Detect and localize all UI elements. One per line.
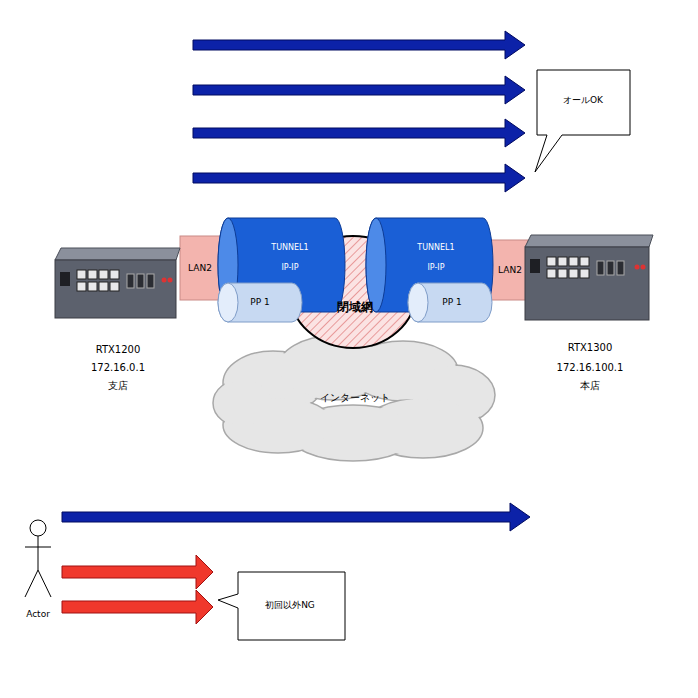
- flow-arrows: [62, 31, 530, 624]
- actor-stick-figure: [25, 520, 51, 597]
- callout-box: オールOK: [537, 70, 630, 135]
- pp-cylinder: PP 1: [408, 283, 492, 322]
- router-device: RTX1200 172.16.0.1 支店: [50, 232, 190, 397]
- internet-cloud: インターネット: [213, 333, 498, 463]
- cylinder-end: [366, 218, 386, 312]
- cylinder-end: [408, 283, 428, 322]
- pp-cylinder: PP 1: [218, 283, 302, 322]
- callout-outline: [218, 572, 345, 640]
- node-label: 支店: [53, 380, 183, 392]
- callout-outline: [535, 70, 630, 172]
- node-label: インターネット: [275, 392, 435, 404]
- flow-arrow: [193, 31, 525, 59]
- flow-arrow: [193, 76, 525, 104]
- router-device: RTX1300 172.16.100.1 本店: [520, 225, 660, 395]
- node-label: TUNNEL1: [386, 243, 486, 252]
- node-label: オールOK: [539, 95, 627, 105]
- router-illustration: [525, 235, 653, 320]
- node-label: RTX1200: [53, 344, 183, 356]
- node-label: 本店: [525, 380, 655, 392]
- node-label: IP-IP: [240, 263, 340, 272]
- node-label: RTX1300: [525, 342, 655, 354]
- cylinder-body: [408, 283, 492, 322]
- cloud-shape: [213, 336, 495, 461]
- node-label: 172.16.100.1: [525, 362, 655, 374]
- node-label: Actor: [13, 609, 63, 619]
- cylinder-end: [218, 283, 238, 322]
- node-label: TUNNEL1: [240, 243, 340, 252]
- node-label: 閉域網: [315, 301, 395, 315]
- node-label: 172.16.0.1: [53, 362, 183, 374]
- cylinder-body: [218, 283, 302, 322]
- blocked-arrow: [62, 555, 213, 589]
- flow-arrow: [193, 119, 525, 147]
- router-illustration: [55, 248, 180, 318]
- flow-arrow: [193, 164, 525, 192]
- node-label: IP-IP: [386, 263, 486, 272]
- node-label: 初回以外NG: [240, 600, 340, 610]
- flow-arrow: [62, 503, 530, 531]
- blocked-arrow: [62, 590, 213, 624]
- node-label: LAN2: [180, 263, 220, 273]
- node-label: PP 1: [225, 297, 295, 307]
- node-outline: [18, 515, 58, 623]
- actor-figure: Actor: [18, 515, 58, 623]
- node-label: PP 1: [417, 297, 487, 307]
- node-label: LAN2: [490, 265, 530, 275]
- callout-box: 初回以外NG: [238, 572, 345, 640]
